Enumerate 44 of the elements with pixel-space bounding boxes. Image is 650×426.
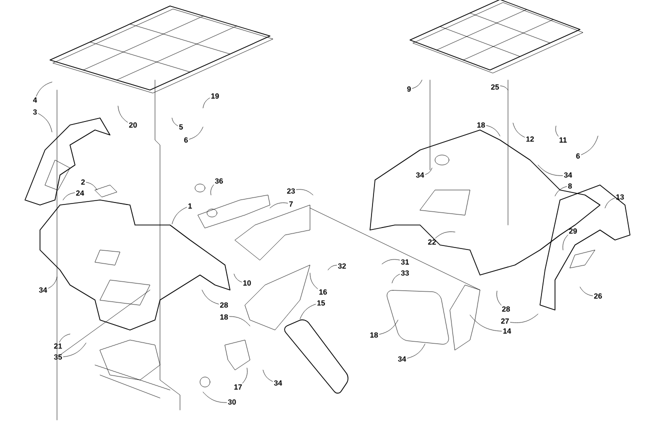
leader-line — [59, 334, 70, 342]
leader-line — [62, 192, 75, 200]
leader-line — [63, 342, 86, 358]
leader-line — [310, 272, 318, 290]
leader-line — [38, 113, 52, 132]
leader-line — [382, 259, 400, 264]
leader-line — [435, 232, 456, 238]
leader-line — [202, 392, 227, 403]
leader-line — [470, 314, 502, 332]
leader-line — [86, 182, 98, 190]
leader-line — [486, 125, 500, 136]
leader-line — [210, 184, 214, 196]
leader-line — [392, 274, 400, 284]
leader-line — [500, 86, 508, 90]
leader-line — [189, 126, 204, 140]
leader-line — [554, 186, 567, 196]
leader-line — [538, 164, 563, 176]
leader-line — [202, 290, 219, 304]
leader-line — [555, 126, 558, 136]
leader-line — [172, 207, 187, 224]
leader-line — [604, 198, 615, 208]
leader-line — [328, 264, 337, 270]
leader-line — [379, 320, 398, 335]
leader-line — [118, 106, 128, 123]
leader-line — [412, 80, 422, 89]
leader-line — [36, 82, 52, 96]
leader-line — [48, 276, 58, 288]
leader-line — [562, 234, 568, 250]
leader-line — [229, 316, 250, 326]
leader-line — [262, 370, 273, 382]
leader-line — [425, 168, 432, 175]
leader-line — [242, 368, 248, 384]
leader-line — [512, 122, 525, 138]
leader-line — [300, 304, 316, 320]
leader-line — [407, 344, 426, 358]
leader-line — [234, 274, 242, 282]
leader-line — [172, 118, 178, 126]
leader-line — [581, 136, 598, 156]
leader-line — [202, 98, 210, 108]
leader-line — [510, 314, 538, 323]
leader-line — [496, 290, 502, 306]
leader-line — [580, 286, 593, 296]
leader-line — [270, 202, 288, 208]
leader-line — [296, 189, 314, 196]
